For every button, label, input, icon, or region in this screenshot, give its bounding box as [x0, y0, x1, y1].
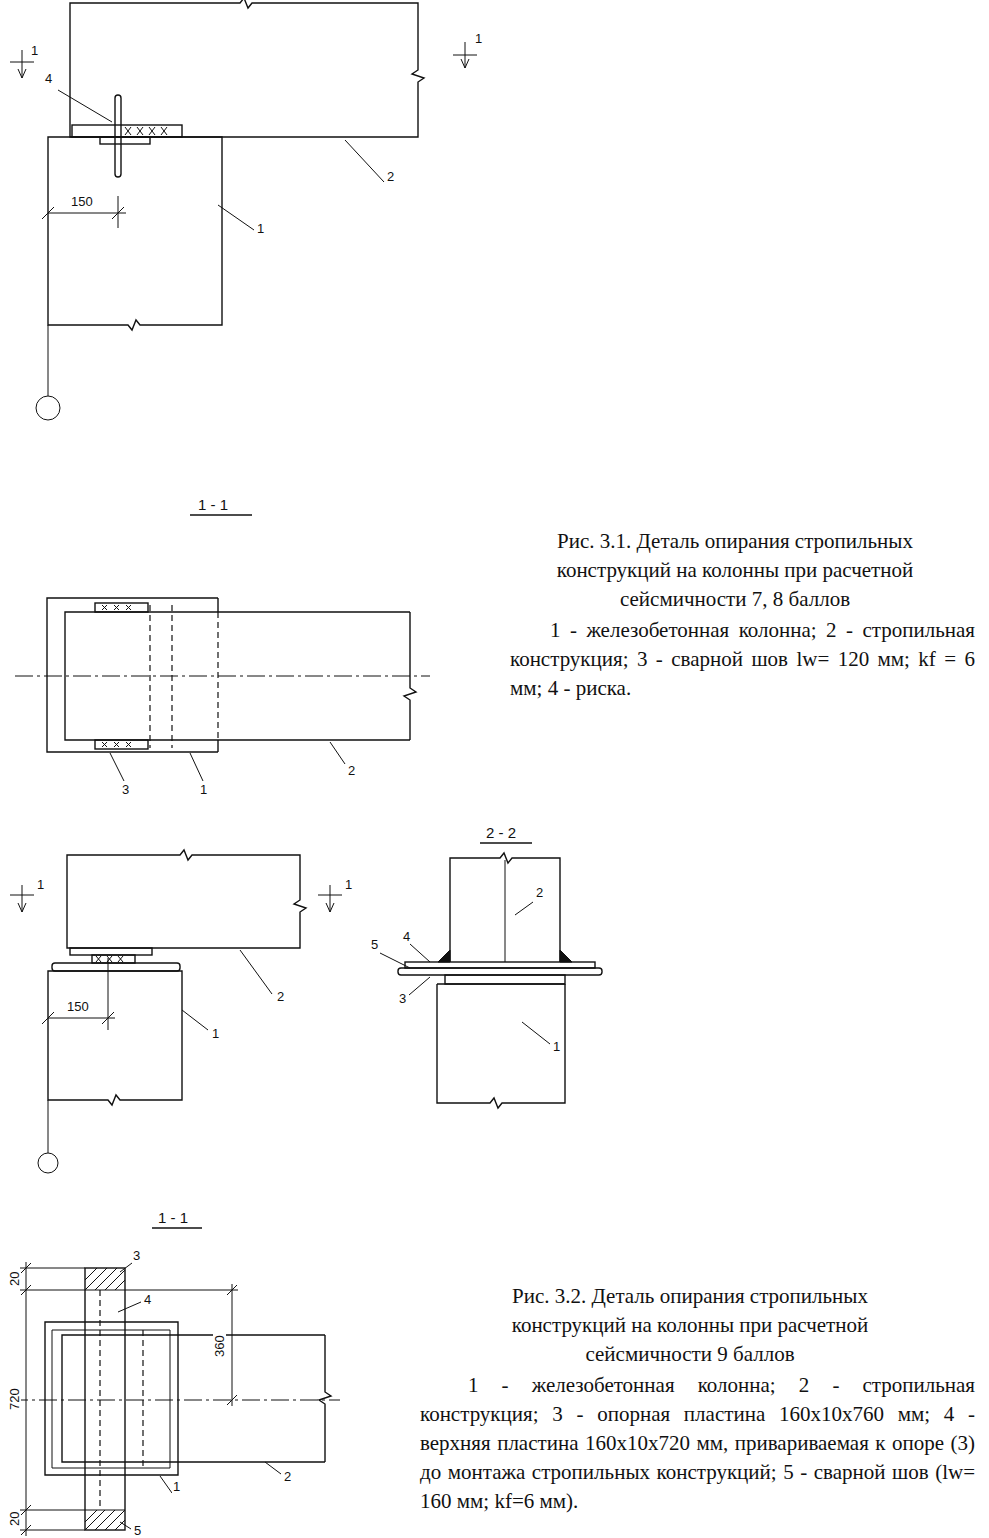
leader-line	[182, 950, 272, 1030]
dimension-line	[42, 196, 126, 228]
axis-circle	[38, 1153, 58, 1173]
embedded-plate	[100, 137, 150, 144]
dimension-value: 150	[66, 1000, 90, 1013]
callout-number: 3	[121, 783, 130, 796]
section-title: 2 - 2	[485, 825, 517, 840]
support-plate	[85, 1268, 125, 1530]
rafter-outline	[70, 0, 424, 137]
callout-number: 4	[143, 1293, 152, 1306]
rafter-section	[450, 853, 560, 962]
weld-seam	[95, 740, 148, 749]
callout-number: 5	[370, 938, 379, 951]
callout-number: 3	[132, 1249, 141, 1262]
section-title: 1 - 1	[157, 1210, 189, 1225]
dimension-line	[125, 1284, 238, 1406]
weld-marks	[125, 127, 167, 135]
column-plan	[47, 598, 218, 752]
axis-line	[48, 325, 49, 396]
support-plate	[52, 963, 180, 971]
bearing-plate	[72, 125, 182, 137]
dimension-value: 20	[8, 1271, 21, 1287]
dimension-value: 720	[8, 1387, 21, 1411]
center-line	[10, 1400, 340, 1401]
weld-fillet	[438, 950, 572, 962]
title-underline	[190, 514, 252, 515]
section-number: 1	[30, 44, 39, 57]
support-plate	[398, 968, 602, 975]
weld-hatch	[85, 1268, 125, 1530]
dimension-value: 360	[213, 1334, 226, 1358]
callout-number: 4	[402, 930, 411, 943]
top-plate	[70, 948, 152, 955]
column-outline	[48, 137, 222, 330]
callout-number: 5	[133, 1524, 142, 1537]
leader-line	[380, 902, 550, 1044]
web-line	[505, 860, 506, 962]
axis-circle	[36, 396, 60, 420]
dimension-line	[20, 1262, 85, 1536]
embedded-plate	[445, 975, 565, 984]
callout-number: 1	[256, 222, 265, 235]
upper-plate	[92, 955, 135, 963]
dimension-line	[42, 958, 115, 1030]
axis-line	[48, 1100, 49, 1153]
figure-legend: 1 - железобетонная колонна; 2 - стропиль…	[510, 616, 975, 703]
rafter-outline	[67, 850, 306, 948]
callout-number: 1	[172, 1480, 181, 1493]
leader-line	[118, 1263, 281, 1529]
callout-number: 4	[44, 72, 53, 85]
mark-slot	[115, 95, 121, 177]
section-title: 1 - 1	[197, 497, 229, 512]
callout-number: 1	[552, 1040, 561, 1053]
center-line	[15, 676, 430, 677]
callout-number: 1	[211, 1027, 220, 1040]
title-underline	[152, 1227, 202, 1228]
column-plan	[45, 1322, 178, 1475]
leader-line	[58, 90, 384, 230]
callout-number: 3	[398, 992, 407, 1005]
upper-plate	[405, 962, 595, 968]
section-mark	[10, 885, 342, 912]
section-number: 1	[36, 878, 45, 891]
callout-number: 2	[535, 886, 544, 899]
column-inner	[52, 1330, 170, 1468]
figure-caption: Рис. 3.1. Деталь опирания стропильных ко…	[515, 527, 955, 614]
weld-seam	[95, 603, 148, 612]
callout-number: 2	[283, 1470, 292, 1483]
rafter-plan	[62, 1335, 331, 1462]
section-number: 1	[344, 878, 353, 891]
callout-number: 2	[386, 170, 395, 183]
figure-caption: Рис. 3.2. Деталь опирания стропильных ко…	[475, 1282, 905, 1369]
figure-legend: 1 - железобетонная колонна; 2 - стропиль…	[420, 1371, 975, 1516]
callout-number: 2	[276, 990, 285, 1003]
section-number: 1	[474, 32, 483, 45]
column-section	[437, 984, 565, 1108]
callout-number: 1	[199, 783, 208, 796]
section-mark	[10, 42, 477, 78]
dimension-value: 20	[8, 1511, 21, 1527]
dimension-value: 150	[70, 195, 94, 208]
column-outline	[48, 971, 182, 1105]
weld-marks	[96, 956, 123, 962]
leader-line	[110, 742, 345, 781]
title-underline	[480, 842, 532, 843]
callout-number: 2	[347, 764, 356, 777]
